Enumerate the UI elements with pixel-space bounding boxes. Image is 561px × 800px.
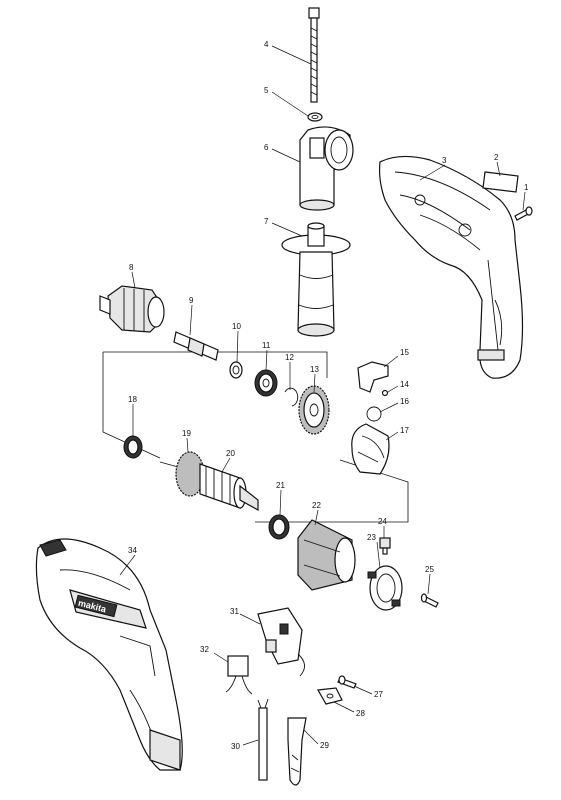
part-label-28: 28	[356, 709, 365, 718]
part-label-8: 8	[129, 263, 134, 272]
part-20-armature	[159, 451, 259, 512]
part-label-2: 2	[494, 153, 499, 162]
part-label-5: 5	[264, 86, 269, 95]
part-label-12: 12	[285, 353, 294, 362]
part-label-9: 9	[189, 296, 194, 305]
part-6-grip-clamp	[299, 126, 354, 211]
part-22-field	[297, 519, 356, 591]
part-label-22: 22	[312, 501, 321, 510]
part-30-cord	[257, 698, 269, 781]
part-number-labels: 1 2 3 4 5 6 7 8 9 10 11 12 13 14 15 16 1…	[128, 40, 529, 751]
part-label-17: 17	[400, 426, 409, 435]
part-label-1: 1	[524, 183, 529, 192]
part-label-13: 13	[310, 365, 319, 374]
part-27-screw	[337, 675, 357, 689]
part-label-24: 24	[378, 517, 387, 526]
part-2-label	[482, 171, 519, 193]
part-3-housing	[378, 155, 524, 379]
part-15-lever	[357, 361, 389, 393]
part-21-bearing	[268, 514, 290, 540]
part-label-19: 19	[182, 429, 191, 438]
assembly-frame	[103, 351, 328, 378]
part-label-21: 21	[276, 481, 285, 490]
part-29-strain-relief	[287, 717, 307, 786]
part-18-bearing	[123, 435, 143, 459]
part-label-15: 15	[400, 348, 409, 357]
part-label-30: 30	[231, 742, 240, 751]
part-label-20: 20	[226, 449, 235, 458]
part-label-4: 4	[264, 40, 269, 49]
part-9-spindle	[173, 331, 219, 361]
part-label-23: 23	[367, 533, 376, 542]
part-label-14: 14	[400, 380, 409, 389]
part-28-cord-clamp	[317, 687, 343, 705]
part-label-34: 34	[128, 546, 137, 555]
leader-lines	[119, 45, 526, 746]
part-label-6: 6	[264, 143, 269, 152]
part-label-16: 16	[400, 397, 409, 406]
part-label-25: 25	[425, 565, 434, 574]
part-25-screw	[420, 593, 439, 608]
part-4-bolt	[308, 7, 320, 103]
part-label-27: 27	[374, 690, 383, 699]
part-34-housing-set: makita	[35, 538, 183, 771]
part-label-29: 29	[320, 741, 329, 750]
part-label-7: 7	[264, 217, 269, 226]
part-31-switch	[257, 607, 305, 677]
part-17-gear-housing	[351, 423, 390, 475]
part-8-chuck	[99, 285, 165, 333]
part-label-3: 3	[442, 156, 447, 165]
part-label-18: 18	[128, 395, 137, 404]
part-23-brush-bracket	[367, 565, 403, 611]
part-7-side-handle	[281, 222, 351, 337]
part-24-brush-holder	[379, 537, 391, 555]
part-16-o-ring	[366, 406, 382, 422]
part-label-11: 11	[262, 341, 271, 350]
part-label-31: 31	[230, 607, 239, 616]
part-label-32: 32	[200, 645, 209, 654]
part-1-screw	[514, 206, 533, 221]
part-32-capacitor	[225, 655, 253, 695]
part-13-gear	[298, 385, 330, 435]
part-14-ball	[381, 389, 389, 397]
part-10-bushing	[229, 361, 243, 379]
part-5-washer	[307, 112, 323, 122]
part-label-10: 10	[232, 322, 241, 331]
part-11-bearing	[254, 369, 278, 397]
part-12-retaining-ring	[284, 387, 299, 407]
